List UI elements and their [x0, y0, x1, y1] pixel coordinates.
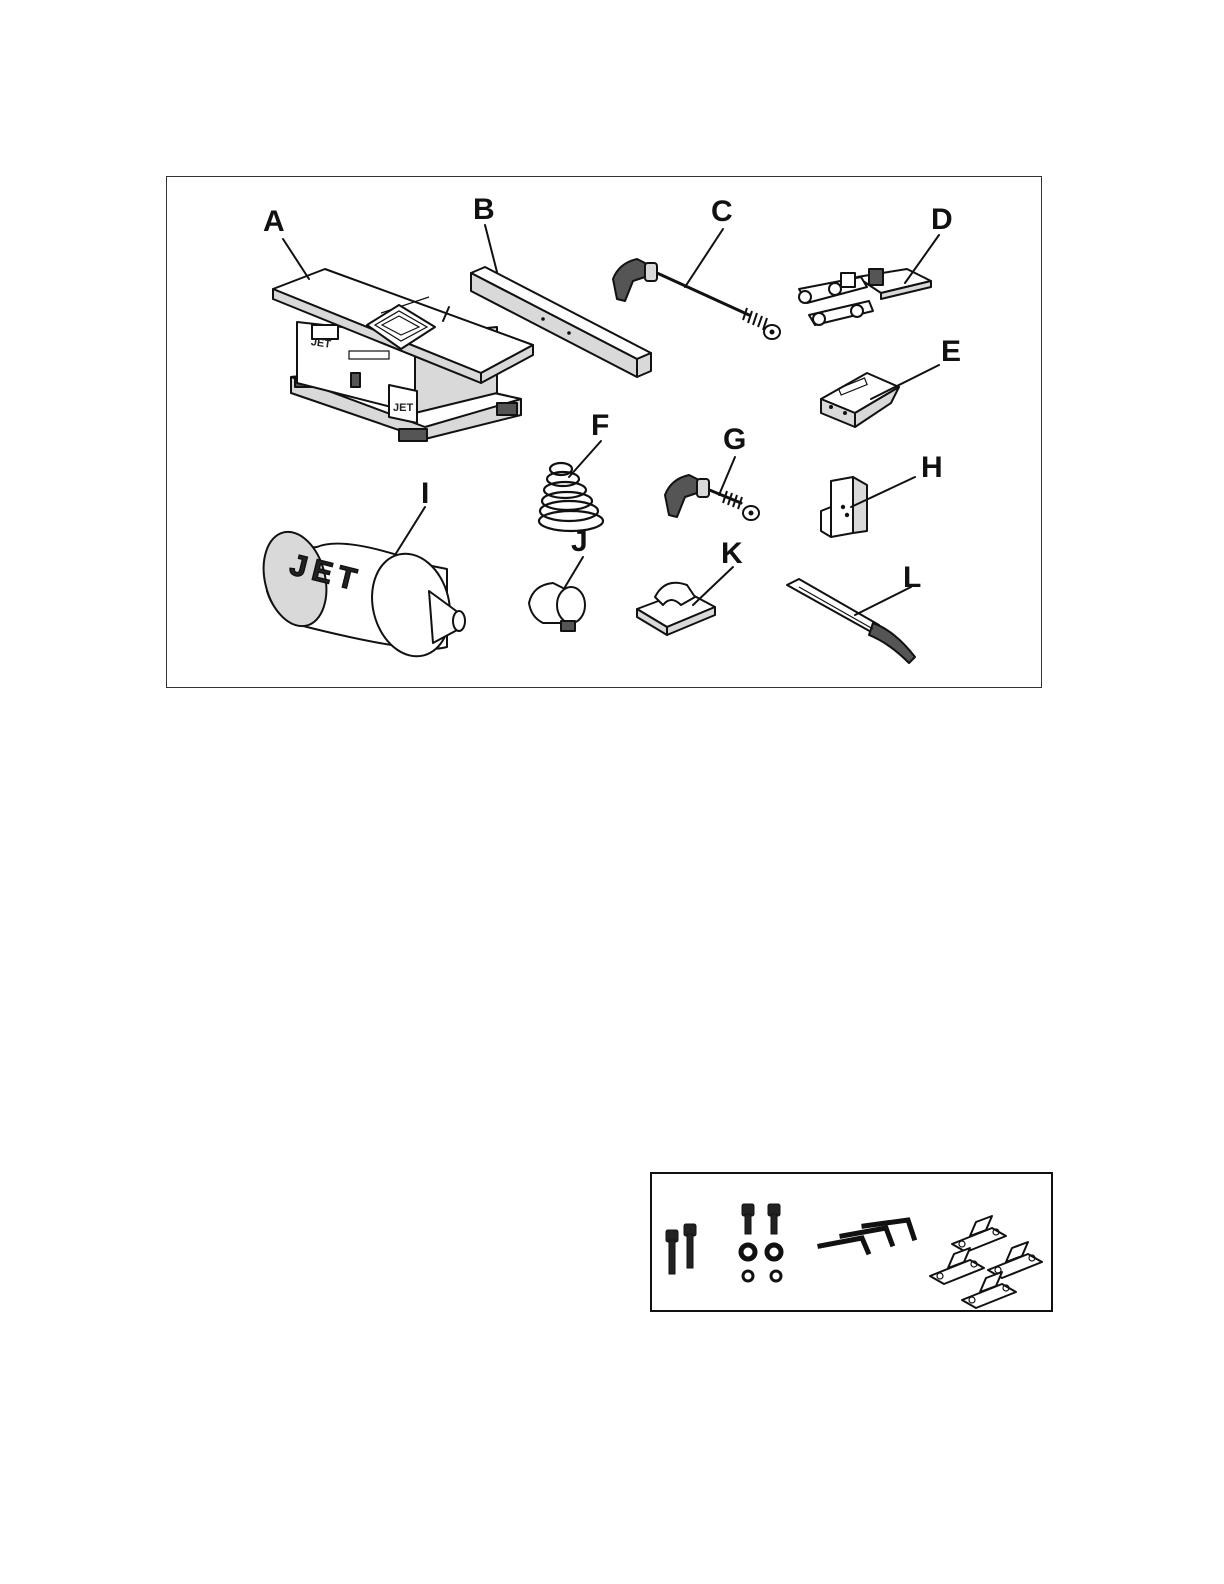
label-b: B	[473, 193, 495, 226]
label-a: A	[263, 205, 285, 238]
leader-a	[283, 239, 309, 279]
label-i: I	[421, 477, 429, 510]
hardware-illustration	[652, 1174, 1055, 1314]
bracket-icon	[821, 373, 899, 427]
leader-c	[685, 229, 723, 287]
label-g: G	[723, 423, 746, 456]
label-e: E	[941, 335, 961, 368]
leader-i	[395, 507, 425, 555]
angle-bracket-icon	[821, 477, 867, 537]
push-stick-icon	[787, 579, 915, 663]
leader-b	[485, 225, 497, 272]
hook-plate-icon	[637, 583, 715, 635]
dust-port-icon	[529, 583, 585, 631]
socket-screw-pair-icon	[666, 1224, 696, 1274]
leader-g	[719, 457, 735, 495]
jointer-front-logo: JET	[393, 402, 413, 414]
leader-f	[569, 441, 601, 477]
blade-guard-linkage-icon	[799, 269, 931, 325]
parts-illustration: JET JET	[167, 177, 1043, 689]
leader-j	[565, 557, 583, 587]
label-h: H	[921, 451, 943, 484]
mounting-brackets-icon	[930, 1216, 1042, 1308]
label-l: L	[903, 561, 921, 594]
label-f: F	[591, 409, 609, 442]
short-lock-handle-icon	[665, 475, 759, 520]
label-k: K	[721, 537, 743, 570]
leader-k	[693, 567, 733, 605]
label-j: J	[571, 525, 588, 558]
motor-icon: JET	[254, 525, 465, 664]
label-c: C	[711, 195, 733, 228]
hex-keys-icon	[820, 1220, 914, 1252]
screws-washers-icon	[741, 1204, 781, 1281]
label-d: D	[931, 203, 953, 236]
spring-icon	[539, 463, 603, 531]
hardware-figure	[650, 1172, 1053, 1312]
parts-figure: JET JET	[166, 176, 1042, 688]
